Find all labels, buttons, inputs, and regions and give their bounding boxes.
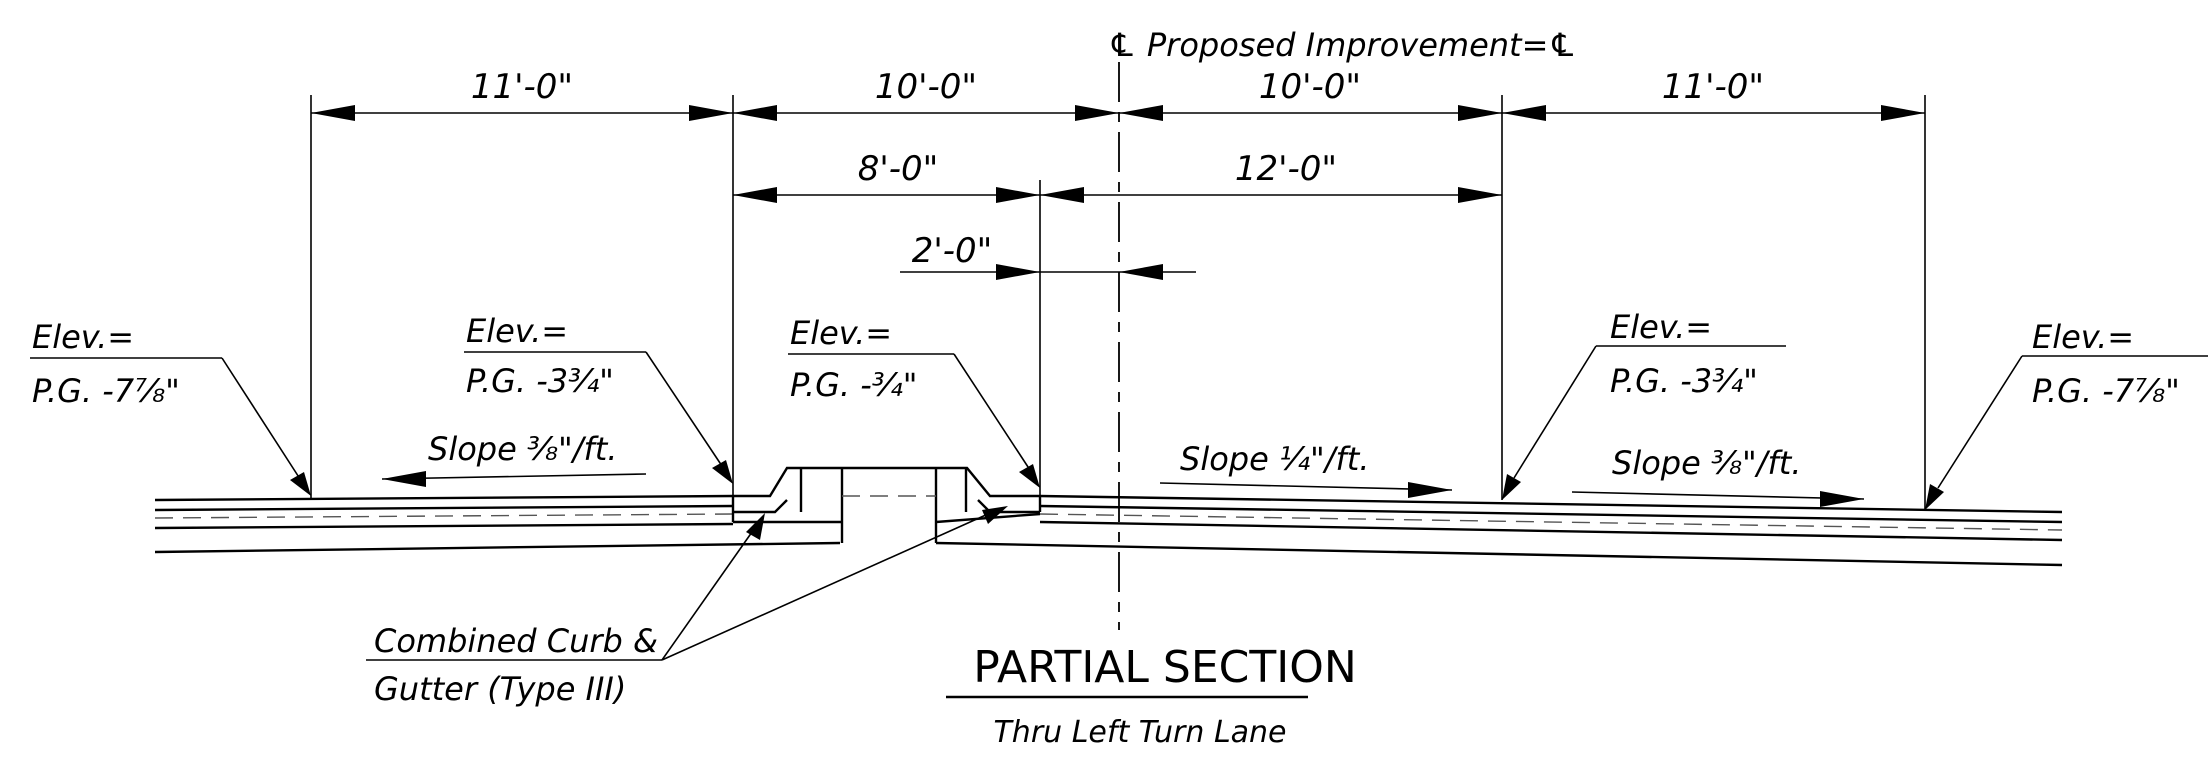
dimension-row-top: 11'-0" 10'-0" 10'-0" 11'-0" — [311, 67, 1925, 121]
extension-lines — [310, 95, 1926, 510]
elev-label: Elev.= — [466, 312, 568, 350]
elev-label: Elev.= — [790, 314, 892, 352]
dim-outer-right: 11'-0" — [1662, 67, 1764, 107]
slope-center-right: Slope ¼"/ft. — [1159, 440, 1453, 498]
dimension-row-middle: 8'-0" 12'-0" — [733, 149, 1502, 203]
slope-left-label: Slope ⅜"/ft. — [428, 430, 617, 468]
elev-label: Elev.= — [1610, 308, 1712, 346]
section-title-block: PARTIAL SECTION Thru Left Turn Lane — [946, 642, 1357, 750]
median-curb — [731, 466, 1042, 543]
elev-value: P.G. -3¾" — [1610, 362, 1758, 400]
slope-far-right: Slope ⅜"/ft. — [1571, 444, 1865, 507]
callout-line2: Gutter (Type III) — [374, 670, 626, 708]
centerline-label: ℄ Proposed Improvement=℄ — [1108, 26, 1577, 64]
dim-median-right: 12'-0" — [1235, 149, 1337, 189]
elev-label: Elev.= — [32, 318, 134, 356]
elevation-callout-5: Elev.= P.G. -7⅞" — [1925, 318, 2208, 510]
dimension-row-offset: 2'-0" — [900, 231, 1196, 280]
section-subtitle: Thru Left Turn Lane — [993, 715, 1286, 750]
elevation-callout-2: Elev.= P.G. -3¾" — [464, 312, 733, 484]
elev-value: P.G. -7⅞" — [2032, 372, 2180, 410]
dim-inner-left: 10'-0" — [875, 67, 977, 107]
section-title: PARTIAL SECTION — [973, 642, 1357, 693]
centerline: ℄ Proposed Improvement=℄ — [1108, 26, 1577, 630]
dim-median-left: 8'-0" — [858, 149, 939, 189]
elev-value: P.G. -7⅞" — [32, 372, 180, 410]
slope-center-right-label: Slope ¼"/ft. — [1180, 440, 1369, 478]
elev-value: P.G. -3¾" — [466, 362, 614, 400]
slope-far-right-label: Slope ⅜"/ft. — [1612, 444, 1801, 482]
elevation-callout-3: Elev.= P.G. -¾" — [788, 314, 1040, 488]
elev-value: P.G. -¾" — [790, 366, 917, 404]
elevation-callout-4: Elev.= P.G. -3¾" — [1502, 308, 1786, 500]
pavement-left — [154, 494, 841, 554]
dim-offset: 2'-0" — [912, 231, 993, 271]
slope-left: Slope ⅜"/ft. — [381, 430, 647, 487]
pavement-right — [935, 494, 2063, 567]
curb-gutter-callout: Combined Curb & Gutter (Type III) — [366, 506, 1008, 708]
dim-outer-left: 11'-0" — [471, 67, 573, 107]
dim-inner-right: 10'-0" — [1259, 67, 1361, 107]
elev-label: Elev.= — [2032, 318, 2134, 356]
elevation-callout-1: Elev.= P.G. -7⅞" — [30, 318, 311, 496]
callout-line1: Combined Curb & — [374, 622, 658, 660]
